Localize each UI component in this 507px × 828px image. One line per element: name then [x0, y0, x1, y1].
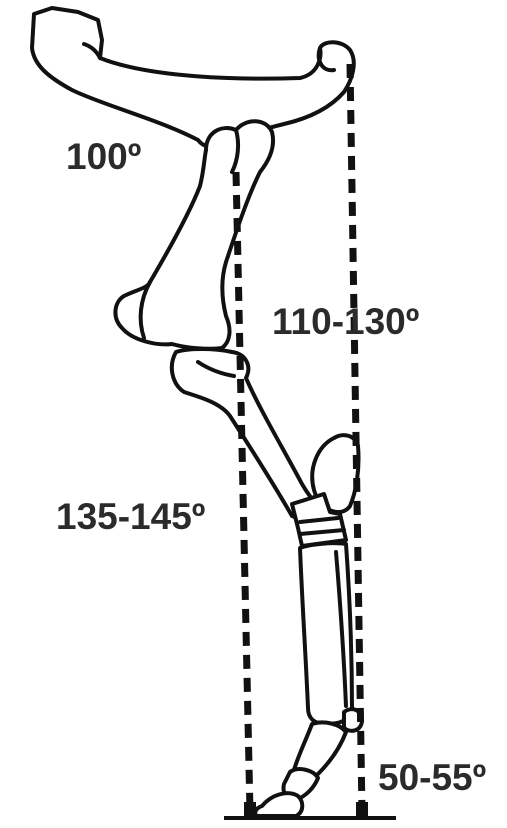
hip-angle-label: 100º	[66, 138, 141, 175]
rear-contact-mark	[356, 802, 368, 816]
hock-angle-label: 135-145º	[56, 498, 205, 535]
coffin-bone	[255, 793, 302, 816]
hoof-angle-label: 50-55º	[378, 759, 486, 796]
front-guide-line	[236, 172, 250, 812]
pelvis-bone	[32, 8, 354, 147]
stifle-angle-label: 110-130º	[272, 303, 419, 340]
tibia-bone	[172, 349, 322, 518]
front-contact-mark	[244, 802, 256, 816]
